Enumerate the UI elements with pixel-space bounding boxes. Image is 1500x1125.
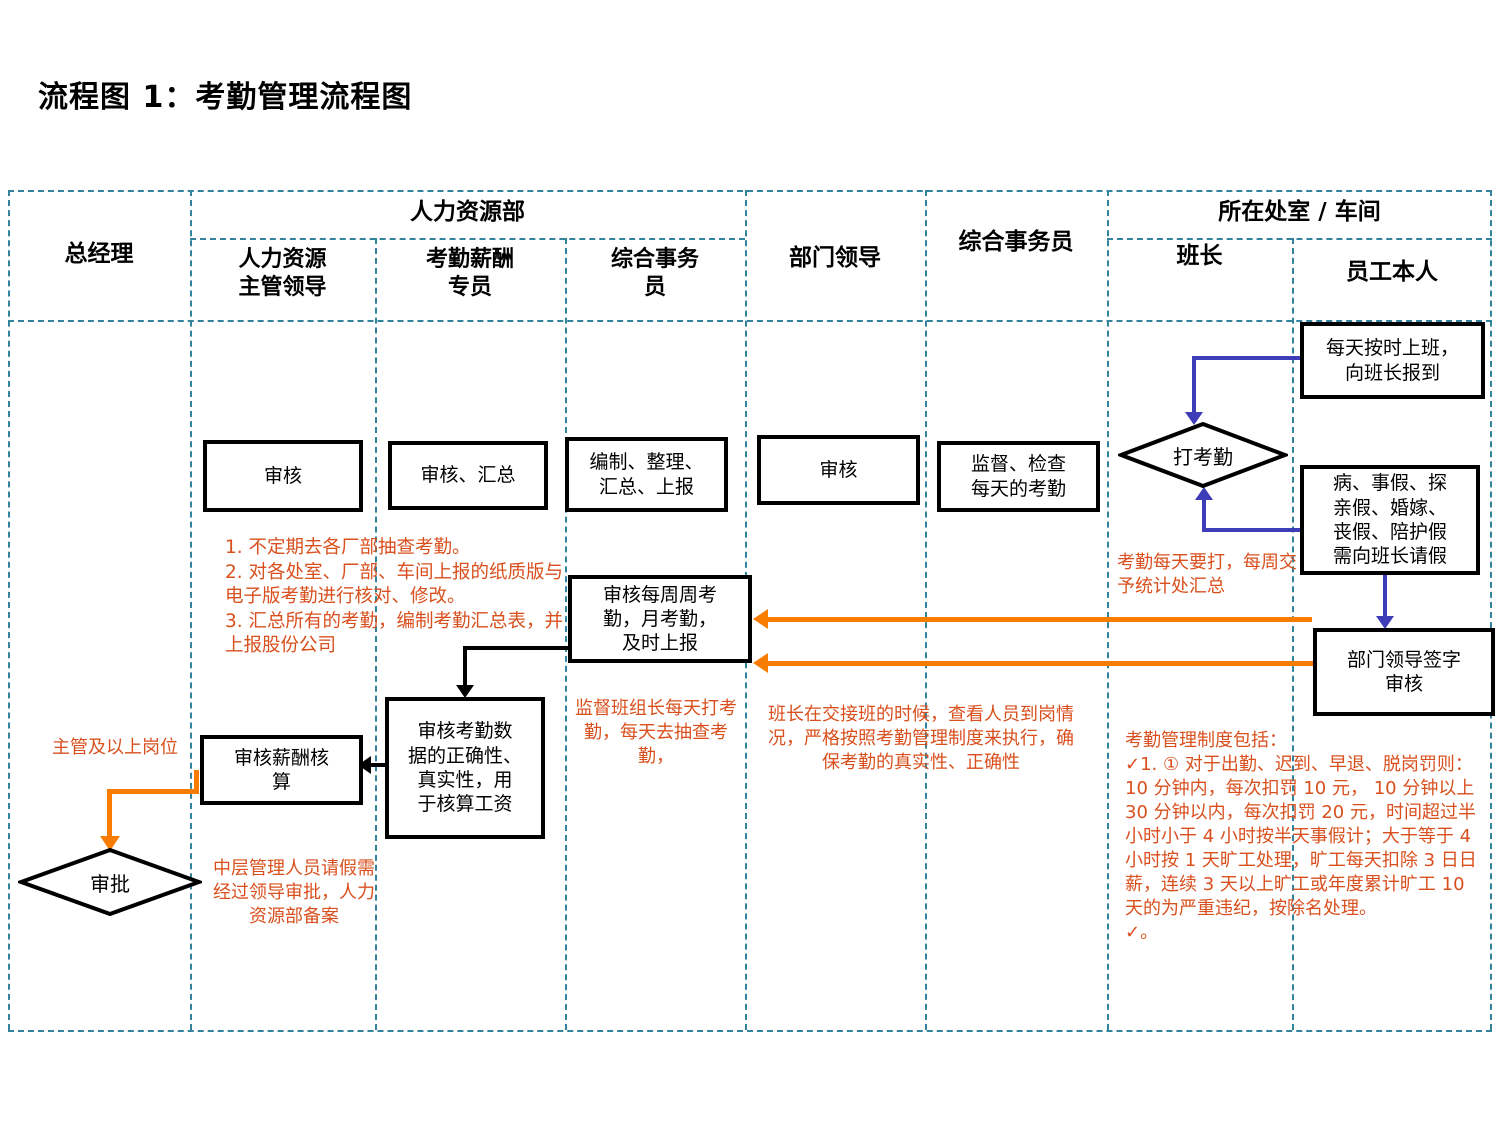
node-supervise-check: 监督、检查 每天的考勤 [937, 441, 1100, 512]
node-hr-lead-review: 审核 [203, 440, 363, 512]
lane-divider-2 [375, 238, 377, 1030]
page-title: 流程图 1：考勤管理流程图 [38, 80, 413, 115]
node-dept-review: 审核 [757, 435, 920, 505]
arrowhead-daily-to-clockin [1185, 412, 1203, 425]
note-shift-handover: 班长在交接班的时候，查看人员到岗情况，严格按照考勤管理制度来执行，确保考勤的真实… [768, 704, 1074, 773]
node-weekly-review: 审核每周周考 勤，月考勤， 及时上报 [568, 575, 752, 663]
lane-divider-1 [190, 190, 192, 1030]
node-payroll-review: 审核薪酬核 算 [200, 735, 363, 805]
lane-divider-5 [925, 190, 927, 1030]
arrow-leave-to-clockin-v [1202, 490, 1206, 532]
grid-bottom-line [8, 1030, 1492, 1032]
note-midlevel: 中层管理人员请假需经过领导审批，人力资源部备案 [213, 858, 375, 927]
arrow-daily-to-clockin-v [1192, 356, 1196, 414]
arrowhead-deptsign-to-weekly-lower [753, 653, 768, 673]
lane-affairs-officer: 综合事务员 [958, 229, 1074, 255]
approve-label: 审批 [90, 871, 130, 896]
node-leave-types: 病、事假、探 亲假、婚嫁、 丧假、陪护假 需向班长请假 [1300, 465, 1480, 575]
arrow-leave-to-clockin-h [1202, 528, 1302, 532]
lane-hr-group: 人力资源部 [410, 199, 525, 225]
arrow-verify-to-payroll-h [370, 763, 387, 767]
lane-divider-7 [1292, 238, 1294, 1030]
grid-left-line [8, 190, 10, 1030]
arrowhead-leave-to-deptsign [1376, 616, 1394, 629]
lane-divider-3 [565, 238, 567, 1030]
hr-group-divider [190, 238, 745, 240]
arrow-payroll-to-approve-h [107, 789, 199, 794]
lane-general-manager: 总经理 [64, 241, 134, 267]
header-bottom-divider [8, 320, 1492, 322]
node-review-summarize: 审核、汇总 [388, 441, 548, 510]
lane-workshop-group: 所在处室 / 车间 [1218, 199, 1381, 225]
arrow-payroll-to-approve-stub [194, 770, 199, 794]
clock-in-label: 打考勤 [1173, 444, 1233, 469]
clock-in-diamond-shape [1115, 421, 1291, 489]
lane-hr-lead: 人力资源 主管领导 [238, 247, 327, 300]
note-policy: 考勤管理制度包括： ✓1. ① 对于出勤、迟到、早退、脱岗罚则：10 分钟内，每… [1125, 730, 1477, 943]
workshop-group-divider [1107, 238, 1492, 240]
arrow-weekly-to-verify-h [463, 646, 570, 650]
note-clock-daily: 考勤每天要打，每周交予统计处汇总 [1117, 552, 1297, 597]
lane-dept-leader: 部门领导 [789, 245, 881, 271]
arrow-daily-to-clockin-h [1192, 356, 1302, 360]
note-hr-lead: 1. 不定期去各厂部抽查考勤。 2. 对各处室、厂部、车间上报的纸质版与电子版考… [225, 537, 564, 657]
grid-right-line [1490, 190, 1492, 1030]
node-verify-data: 审核考勤数 据的正确性、 真实性，用 于核算工资 [385, 697, 545, 839]
lane-divider-6 [1107, 190, 1109, 1030]
arrow-deptsign-to-weekly-lower [766, 661, 1315, 666]
arrow-weekly-to-verify-v [463, 646, 467, 688]
node-compile-report: 编制、整理、 汇总、上报 [565, 437, 728, 512]
approve-diamond-shape [15, 847, 205, 917]
node-dept-sign-review: 部门领导签字 审核 [1313, 628, 1495, 716]
arrowhead-payroll-to-approve [100, 836, 120, 851]
lane-monitor: 班长 [1176, 243, 1223, 269]
node-daily-ontime: 每天按时上班， 向班长报到 [1300, 322, 1485, 399]
lane-hr-affairs-officer: 综合事务 员 [610, 247, 699, 300]
note-monitor-daily: 监督班组长每天打考勤，每天去抽查考勤， [575, 698, 737, 767]
arrowhead-deptsign-to-weekly-upper [753, 609, 768, 629]
arrow-deptsign-to-weekly-upper [766, 617, 1312, 622]
lane-payroll-specialist: 考勤薪酬 专员 [425, 247, 514, 300]
note-supervisor: 主管及以上岗位 [52, 737, 178, 758]
node-approve-diamond: 审批 [15, 847, 205, 917]
arrowhead-leave-to-clockin [1195, 487, 1213, 500]
arrow-payroll-to-approve-v [107, 789, 112, 839]
node-clock-in-diamond: 打考勤 [1115, 421, 1291, 489]
arrowhead-weekly-to-verify [456, 685, 474, 698]
grid-top-line [8, 190, 1492, 192]
lane-employee: 员工本人 [1346, 259, 1438, 285]
arrow-leave-to-deptsign-v [1383, 575, 1387, 619]
